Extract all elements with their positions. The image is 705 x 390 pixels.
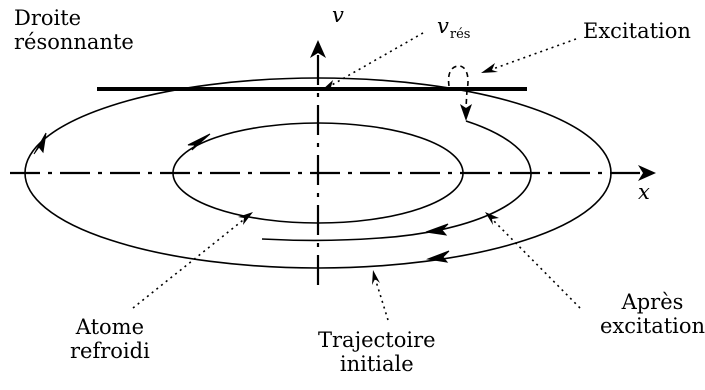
inner-ellipse-arrow: [187, 133, 211, 151]
v-axis-arrowhead: [310, 40, 326, 58]
after-excitation-label-line2: excitation: [600, 314, 705, 339]
initial-trajectory-label: Trajectoire initiale: [318, 328, 436, 376]
excitation-label: Excitation: [583, 19, 691, 43]
initial-trajectory-label-line2: initiale: [339, 352, 414, 377]
initial-trajectory-pointer-arrowhead: [372, 270, 380, 285]
v-axis-label: v: [332, 3, 344, 27]
excitation-jump-arrowhead: [460, 104, 472, 121]
excitation-pointer: [489, 38, 577, 71]
after-excitation-label: Après excitation: [600, 290, 705, 338]
initial-trajectory-ellipse: [24, 77, 612, 269]
cooled-atom-pointer-arrowhead: [238, 212, 253, 225]
initial-trajectory-pointer: [374, 277, 389, 321]
excitation-pointer-arrowhead: [481, 63, 498, 73]
resonant-line-label: Droite résonnante: [14, 6, 134, 54]
after-excitation-pointer-arrowhead: [485, 212, 499, 225]
after-excitation-trajectory: [261, 120, 532, 242]
outer-ellipse-arrow-left: [33, 132, 47, 155]
v-res-label: vrés: [437, 14, 470, 42]
after-excitation-pointer: [490, 217, 581, 309]
v-res-pointer-arrowhead: [321, 80, 337, 91]
after-excitation-label-line1: Après: [621, 290, 684, 314]
resonant-line-label-line2: résonnante: [14, 30, 134, 55]
cooled-atom-ellipse: [172, 122, 464, 224]
v-res-subscript: rés: [449, 27, 471, 42]
cooled-atom-pointer: [132, 216, 248, 309]
after-excitation-arrow: [425, 223, 449, 236]
x-axis-label: x: [638, 180, 650, 204]
v-res-pointer: [329, 32, 424, 87]
initial-trajectory-label-line1: Trajectoire: [318, 328, 436, 352]
outer-ellipse-arrow-bottom: [426, 250, 450, 263]
cooled-atom-label-line1: Atome: [75, 315, 145, 339]
resonant-line-label-line1: Droite: [14, 6, 82, 30]
cooled-atom-label: Atome refroidi: [70, 315, 150, 363]
x-axis-arrowhead: [638, 165, 656, 181]
excitation-jump: [447, 65, 469, 109]
cooled-atom-label-line2: refroidi: [70, 339, 150, 364]
v-res-symbol: v: [437, 14, 449, 38]
